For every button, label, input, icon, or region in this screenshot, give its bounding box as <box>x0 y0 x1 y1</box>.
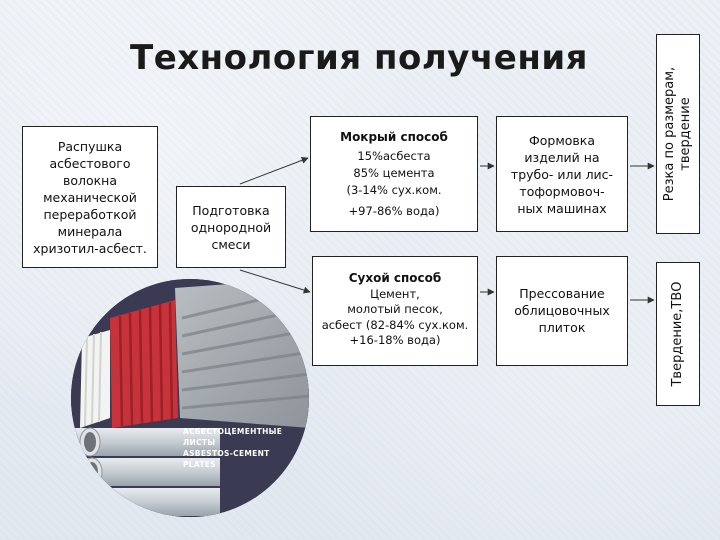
cutting-hardening-box: Резка по размерам, твердение <box>656 34 700 234</box>
box-text-line: облицовочных <box>514 303 610 318</box>
box-text-line: Подготовка <box>192 202 270 218</box>
mixture-preparation-box: Подготовка однородной смеси <box>176 186 286 268</box>
box-text-line: Прессование <box>519 286 605 301</box>
box-text-line: (3-14% сух.ком. <box>346 182 442 197</box>
dry-method-heading: Сухой способ <box>348 271 442 285</box>
photo-caption-line: АСБЕСТОЦЕМЕНТНЫЕ <box>183 427 283 436</box>
box-text-line: смеси <box>211 236 251 252</box>
hardening-text: Твердение,ТВО <box>670 281 685 387</box>
box-text-line: Резка по размерам, <box>662 66 677 202</box>
box-text-line: асбестового <box>49 155 131 171</box>
photo-caption: АСБЕСТОЦЕМЕНТНЫЕ ЛИСТЫ ASBESTOS-CEMENT P… <box>183 426 282 470</box>
box-text-line: минерала <box>57 223 123 239</box>
box-text-line: асбест (82-84% сух.ком. <box>321 317 469 332</box>
box-text-line: переработкой <box>43 206 137 222</box>
asbestos-cement-photo <box>71 279 309 517</box>
box-text-line: твердение <box>678 97 693 171</box>
fiber-processing-box: Распушка асбестового волокна механическо… <box>22 126 158 268</box>
box-text-line: +16-18% вода) <box>349 333 441 347</box>
box-text-line: трубо- или лис- <box>510 166 614 182</box>
slide-title: Технология получения <box>130 38 589 78</box>
box-text-line: Формовка <box>529 132 595 148</box>
box-text-line: тоформовоч- <box>519 183 605 199</box>
box-text-line: волокна <box>62 172 118 188</box>
box-text-line: механической <box>43 189 137 205</box>
photo-caption-line: PLATES <box>183 460 216 469</box>
wet-method-box: Мокрый способ 15%асбеста 85% цемента (3-… <box>310 116 478 232</box>
arrow-prep-to-wet <box>239 156 309 185</box>
box-text-line: молотый песок, <box>347 302 443 316</box>
molding-box: Формовка изделий на трубо- или лис- тофо… <box>496 116 628 232</box>
box-text-line: изделий на <box>524 149 600 165</box>
dry-method-box: Сухой способ Цемент, молотый песок, асбе… <box>312 256 478 366</box>
cutting-hardening-text: Резка по размерам, твердение <box>662 67 694 201</box>
box-text-line: хризотил-асбест. <box>33 240 147 256</box>
box-text-line: 85% цемента <box>353 165 435 180</box>
photo-caption-line: ЛИСТЫ <box>183 438 216 447</box>
box-text-line: Цемент, <box>370 286 420 301</box>
box-text-line: +97-86% вода) <box>348 203 440 218</box>
box-text-line: ных машинах <box>517 200 607 216</box>
box-text-line: однородной <box>190 219 272 235</box>
hardening-box: Твердение,ТВО <box>656 262 700 406</box>
photo-caption-line: ASBESTOS-CEMENT <box>183 449 270 458</box>
box-text-line: 15%асбеста <box>357 148 431 163</box>
box-text-line: плиток <box>538 320 586 335</box>
box-text-line: Распушка <box>57 138 123 154</box>
wet-method-heading: Мокрый способ <box>340 129 448 144</box>
arrow-prep-to-dry <box>239 269 311 294</box>
pressing-box: Прессование облицовочных плиток <box>496 256 628 366</box>
